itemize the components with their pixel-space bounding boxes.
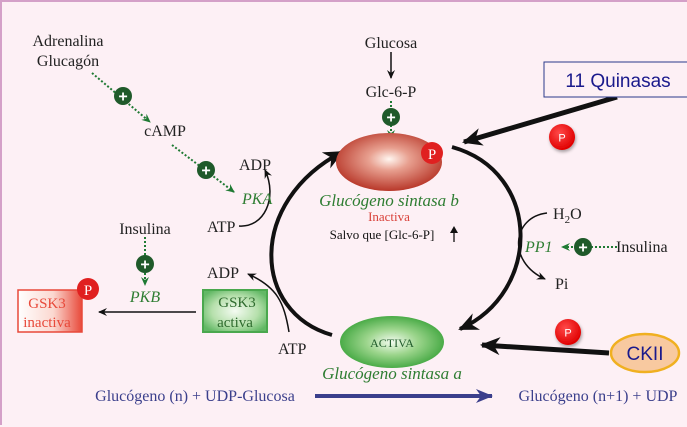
plus-circle-icon: +	[114, 87, 132, 106]
camp-to-pka-line	[171, 144, 235, 193]
svg-text:+: +	[140, 257, 149, 274]
atp-top-label: ATP	[207, 219, 236, 236]
pka-label: PKA	[241, 191, 272, 208]
adrenalina-label: Adrenalina	[32, 33, 103, 50]
cycle-arrow-right	[451, 145, 523, 331]
atp-bottom-label: ATP	[278, 341, 307, 358]
gsk3-active-line1: GSK3	[218, 295, 256, 311]
inactive-label: Inactiva	[368, 209, 410, 224]
adp-mid-label: ADP	[207, 265, 239, 282]
svg-text:P: P	[564, 328, 571, 340]
plus-circle-icon: +	[382, 108, 400, 127]
plus-circle-icon: +	[574, 238, 592, 257]
pp1-label: PP1	[524, 239, 553, 256]
svg-text:+: +	[386, 110, 395, 127]
glycogen-synthase-a-label: Glucógeno sintasa a	[322, 364, 462, 383]
ckii-label: CKII	[627, 344, 664, 365]
gsk3-active-box	[202, 289, 268, 333]
reaction-substrates: Glucógeno (n) + UDP-Glucosa	[95, 388, 295, 405]
svg-text:P: P	[558, 133, 565, 145]
plus-circle-icon: +	[197, 161, 215, 180]
plus-circle-icon: +	[136, 255, 154, 274]
phosphate-badge-icon: P	[549, 124, 575, 150]
glc6p-label: Glc-6-P	[366, 84, 417, 101]
glucagon-label: Glucagón	[37, 53, 99, 70]
svg-text:+: +	[201, 163, 210, 180]
phosphate-badge-icon: P	[77, 278, 99, 300]
svg-text:P: P	[84, 283, 92, 299]
adp-top-label: ADP	[239, 157, 271, 174]
glycogen-synthase-b-label: Glucógeno sintasa b	[319, 191, 459, 210]
ckii-arrow	[480, 337, 610, 356]
svg-text:+: +	[118, 89, 127, 106]
insulina-left-label: Insulina	[119, 221, 171, 238]
pi-label: Pi	[555, 276, 569, 293]
cycle-arrow-left	[269, 150, 344, 337]
gsk3-inactive-box	[17, 289, 83, 333]
h2o-pi-arrow	[517, 212, 548, 280]
up-arrow-icon	[450, 226, 458, 242]
quinasas-label: 11 Quinasas	[565, 71, 670, 92]
phosphate-badge-icon: P	[421, 142, 443, 164]
quinasas-arrow	[462, 94, 618, 146]
camp-label: cAMP	[144, 123, 186, 140]
gsk3-inactive-line2: inactiva	[23, 315, 71, 331]
active-label: ACTIVA	[370, 336, 414, 350]
ckii-enzyme	[609, 332, 681, 374]
glucosa-label: Glucosa	[365, 35, 417, 52]
atp-adp-arrow-bottom	[247, 273, 290, 333]
svg-text:P: P	[428, 147, 436, 163]
h2o-label: H2O	[553, 206, 582, 226]
atp-adp-arrow-top	[238, 169, 272, 227]
glycogen-synthase-b	[336, 133, 442, 191]
glycogen-synthase-a	[340, 316, 444, 368]
gsk3-active-line2: activa	[217, 315, 253, 331]
glc6p-exception-note: Salvo que [Glc-6-P]	[330, 227, 435, 242]
svg-text:+: +	[578, 240, 587, 257]
insulina-right-label: Insulina	[616, 239, 668, 256]
quinasas-box	[543, 61, 687, 98]
reaction-products: Glucógeno (n+1) + UDP	[519, 388, 678, 405]
pkb-label: PKB	[129, 289, 160, 306]
phosphate-badge-icon: P	[555, 319, 581, 345]
gsk3-inactive-line1: GSK3	[28, 296, 66, 312]
